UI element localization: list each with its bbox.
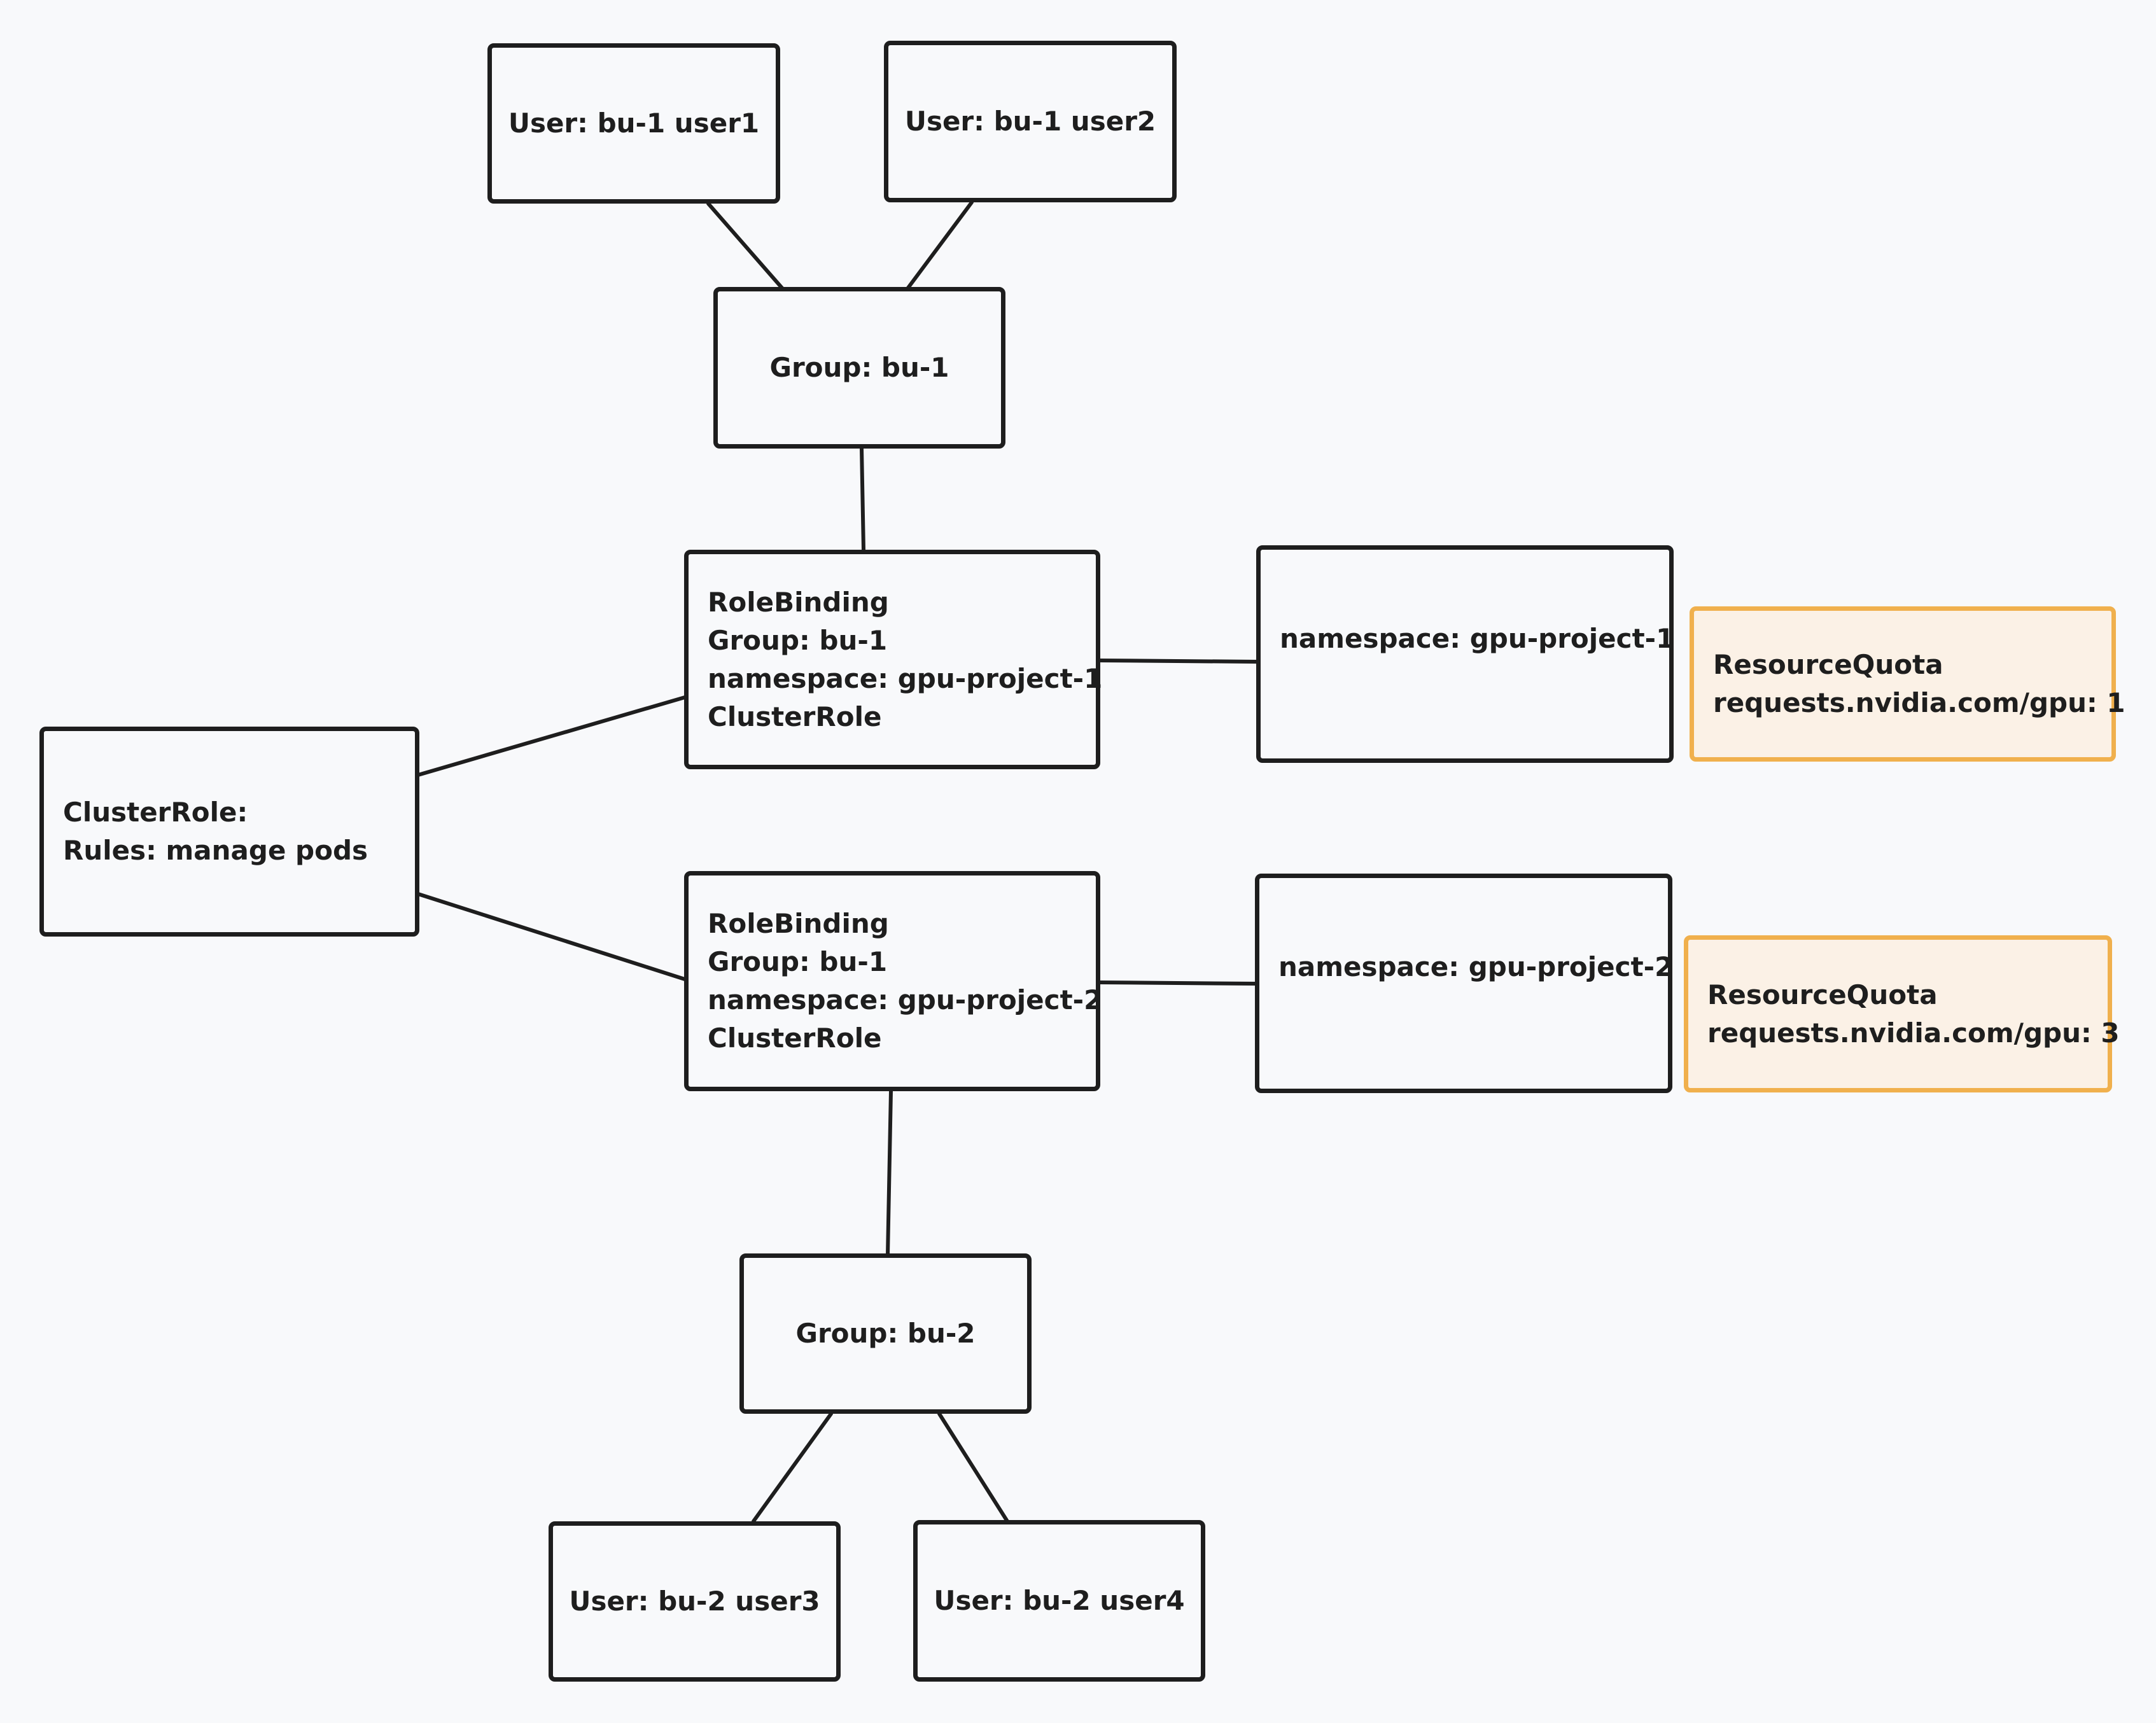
group-bu1-node[interactable]: Group: bu-1: [713, 287, 1005, 449]
quota2-text: ResourceQuota requests.nvidia.com/gpu: 3: [1707, 976, 2120, 1052]
user-bu1-user1-label: User: bu-1 user1: [508, 108, 760, 139]
namespace1-label: namespace: gpu-project-1: [1280, 623, 1675, 654]
edge-group-bu2-user3: [752, 1412, 833, 1523]
quota2-line-1: ResourceQuota: [1707, 979, 1938, 1010]
user-bu2-user3-label: User: bu-2 user3: [569, 1586, 820, 1617]
rolebinding2-line-2: Group: bu-1: [708, 946, 888, 977]
quota1-line-1: ResourceQuota: [1713, 649, 1943, 680]
rolebinding2-line-4: ClusterRole: [708, 1022, 882, 1054]
group-bu1-label: Group: bu-1: [769, 352, 949, 383]
namespace2-label: namespace: gpu-project-2: [1278, 951, 1674, 982]
namespace-gpu-project-2-node[interactable]: namespace: gpu-project-2: [1255, 874, 1674, 1093]
rolebinding-gpu-project-2-text: RoleBinding Group: bu-1 namespace: gpu-p…: [708, 905, 1102, 1057]
edge-clusterrole-rolebinding2: [416, 892, 687, 981]
user-bu2-user4-node[interactable]: User: bu-2 user4: [913, 1520, 1205, 1682]
rolebinding-gpu-project-2-node[interactable]: RoleBinding Group: bu-1 namespace: gpu-p…: [684, 871, 1102, 1091]
edge-group-bu2-user4: [937, 1412, 1009, 1523]
user-bu1-user2-node[interactable]: User: bu-1 user2: [884, 41, 1177, 202]
user-bu1-user1-node[interactable]: User: bu-1 user1: [487, 43, 780, 204]
rolebinding1-line-3: namespace: gpu-project-1: [708, 662, 1103, 694]
clusterrole-text: ClusterRole: Rules: manage pods: [63, 793, 368, 870]
edge-rolebinding1-namespace1: [1097, 659, 1259, 664]
rolebinding2-line-1: RoleBinding: [708, 908, 889, 939]
quota2-line-2: requests.nvidia.com/gpu: 3: [1707, 1017, 2120, 1049]
resourcequota-gpu-3-node[interactable]: ResourceQuota requests.nvidia.com/gpu: 3: [1684, 935, 2120, 1092]
rolebinding-gpu-project-1-node[interactable]: RoleBinding Group: bu-1 namespace: gpu-p…: [684, 550, 1102, 769]
rolebinding1-line-1: RoleBinding: [708, 586, 889, 618]
namespace-gpu-project-1-node[interactable]: namespace: gpu-project-1: [1256, 545, 1674, 763]
resourcequota-gpu-1-node[interactable]: ResourceQuota requests.nvidia.com/gpu: 1: [1690, 606, 2125, 762]
user-bu1-user2-label: User: bu-1 user2: [904, 106, 1156, 137]
group-bu2-label: Group: bu-2: [795, 1318, 976, 1349]
edge-user2-group-bu1: [905, 200, 974, 291]
quota1-line-2: requests.nvidia.com/gpu: 1: [1713, 687, 2125, 718]
rolebinding1-line-2: Group: bu-1: [708, 624, 888, 656]
user-bu2-user3-node[interactable]: User: bu-2 user3: [549, 1521, 841, 1682]
edge-rolebinding2-group-bu2: [886, 1089, 893, 1257]
clusterrole-line-2: Rules: manage pods: [63, 835, 368, 866]
rolebinding-gpu-project-1-text: RoleBinding Group: bu-1 namespace: gpu-p…: [708, 583, 1102, 736]
edge-user1-group-bu1: [706, 202, 785, 291]
clusterrole-line-1: ClusterRole:: [63, 797, 248, 828]
clusterrole-node[interactable]: ClusterRole: Rules: manage pods: [39, 727, 419, 937]
rolebinding1-line-4: ClusterRole: [708, 701, 882, 732]
edge-clusterrole-rolebinding1: [416, 695, 687, 777]
edge-rolebinding2-namespace2: [1097, 980, 1258, 986]
edge-group-bu1-rolebinding1: [860, 447, 865, 552]
rolebinding2-line-3: namespace: gpu-project-2: [708, 984, 1103, 1015]
quota1-text: ResourceQuota requests.nvidia.com/gpu: 1: [1713, 646, 2125, 722]
user-bu2-user4-label: User: bu-2 user4: [934, 1585, 1185, 1616]
group-bu2-node[interactable]: Group: bu-2: [739, 1253, 1032, 1414]
